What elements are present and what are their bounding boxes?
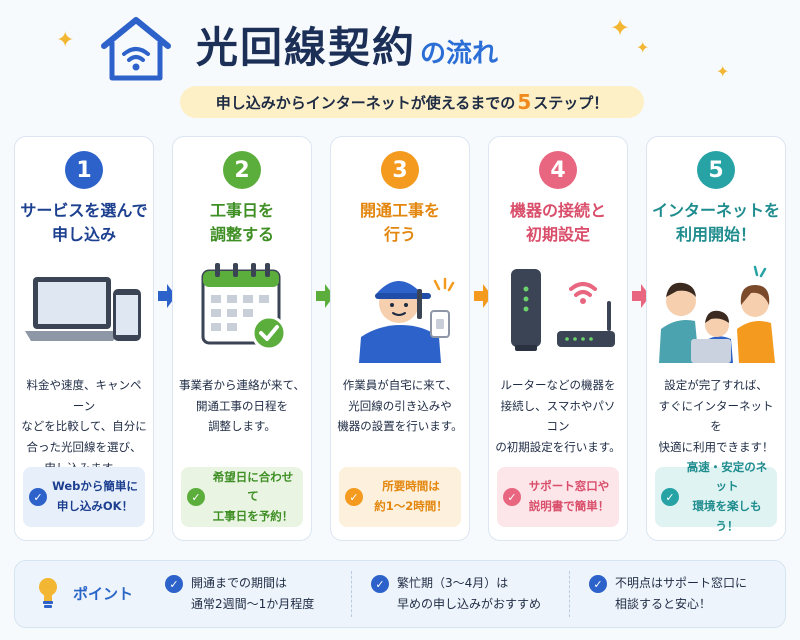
arrow-right-icon (158, 284, 176, 308)
check-icon: ✓ (503, 488, 521, 506)
step-tip-text: サポート窓口や 説明書で簡単！ (528, 479, 610, 513)
step-tip-text: 高速・安定のネット 環境を楽しもう！ (686, 459, 768, 533)
title-main: 光回線契約 (196, 23, 417, 72)
step-tip-text: 所要時間は 約1〜2時間！ (374, 479, 448, 513)
step-title: インターネットを 利用開始！ (651, 201, 780, 244)
step-tip-text: 希望日に合わせて 工事日を予約！ (212, 469, 294, 523)
check-icon: ✓ (187, 488, 205, 506)
arrow-right-icon (316, 284, 334, 308)
step-description: 作業員が自宅に来て、 光回線の引き込みや 機器の設置を行います。 (337, 378, 463, 434)
check-icon: ✓ (371, 575, 389, 593)
step-number-badge: 1 (65, 151, 103, 189)
step-tip-text: Webから簡単に 申し込みOK！ (52, 479, 138, 513)
sparkle-icon: ✦ (56, 28, 75, 53)
divider (569, 571, 570, 617)
step-tip: ✓ Webから簡単に 申し込みOK！ (23, 467, 145, 527)
subtitle-text-end: ステップ！ (533, 93, 609, 112)
step-title: 機器の接続と 初期設定 (509, 201, 606, 244)
sparkle-icon: ✦ (610, 14, 631, 42)
step-tip: ✓ 高速・安定のネット 環境を楽しもう！ (655, 460, 777, 533)
check-icon: ✓ (589, 575, 607, 593)
point-bar: ポイント ✓ 開通までの期間は 通常2週間〜1か月程度 ✓ 繁忙期（3〜4月）は… (14, 560, 786, 628)
point-item: ✓ 繁忙期（3〜4月）は 早めの申し込みがおすすめ (371, 573, 541, 617)
step-tip: ✓ 希望日に合わせて 工事日を予約！ (181, 467, 303, 527)
step-title: 開通工事を 行う (359, 201, 440, 244)
laptop-smartphone-icon (25, 277, 141, 341)
step-number-badge: 4 (539, 151, 577, 189)
step-card-5: 5 インターネットを 利用開始！ 設定が完了すれば、 すぐにインターネットを 快… (646, 136, 786, 541)
step-tip: ✓ 所要時間は 約1〜2時間！ (339, 467, 461, 527)
arrow-right-icon (474, 284, 492, 308)
step-title: サービスを選んで 申し込み (20, 201, 148, 244)
step-title: 工事日を 調整する (209, 201, 274, 244)
check-icon: ✓ (661, 488, 679, 506)
step-number-badge: 2 (223, 151, 261, 189)
step-description: 事業者から連絡が来て、 開通工事の日程を 調整します。 (179, 378, 305, 434)
point-item-text: 開通までの期間は 通常2週間〜1か月程度 (191, 576, 315, 611)
step-card-2: 2 工事日を 調整する 事業者から連絡が来て、 開通工事の日程を 調整します。 … (172, 136, 312, 541)
sparkle-icon: ✦ (636, 38, 650, 57)
check-icon: ✓ (345, 488, 363, 506)
point-item: ✓ 不明点はサポート窓口に 相談すると安心！ (589, 573, 747, 617)
step-tip: ✓ サポート窓口や 説明書で簡単！ (497, 467, 619, 527)
step-description: ルーターなどの機器を 接続し、スマホやパソコン の初期設定を行います。 (495, 378, 621, 455)
point-label: ポイント (73, 585, 134, 603)
technician-icon (359, 277, 455, 363)
step-card-3: 3 開通工事を 行う 作業員が自宅に来て、 光回線の引き込みや 機器の設置を行い… (330, 136, 470, 541)
step-card-1: 1 サービスを選んで 申し込み 料金や速度、キャンペーン などを比較して、自分に… (14, 136, 154, 541)
arrow-right-icon (632, 284, 650, 308)
step-description: 料金や速度、キャンペーン などを比較して、自分に 合った光回線を選び、 申し込み… (21, 378, 147, 475)
point-item: ✓ 開通までの期間は 通常2週間〜1か月程度 (165, 573, 314, 617)
check-icon: ✓ (165, 575, 183, 593)
calendar-check-icon (201, 263, 287, 351)
lightbulb-icon (39, 578, 57, 608)
divider (351, 571, 352, 617)
check-icon: ✓ (29, 488, 47, 506)
sparkle-icon: ✦ (716, 62, 730, 81)
step-number-badge: 3 (381, 151, 419, 189)
subtitle-text: 申し込みからインターネットが使えるまでの (215, 93, 516, 112)
title-suffix: の流れ (420, 39, 499, 69)
step-description: 設定が完了すれば、 すぐにインターネットを 快適に利用できます！ (658, 378, 774, 455)
page-title: 光回線契約の流れ (196, 14, 498, 75)
subtitle-accent: 5 (517, 90, 532, 114)
step-card-4: 4 機器の接続と 初期設定 ルーターなどの機器を 接続し、スマホやパソコン の初… (488, 136, 628, 541)
point-item-text: 繁忙期（3〜4月）は 早めの申し込みがおすすめ (397, 576, 542, 611)
steps-flow: 1 サービスを選んで 申し込み 料金や速度、キャンペーン などを比較して、自分に… (14, 136, 786, 541)
step-number-badge: 5 (697, 151, 735, 189)
point-item-text: 不明点はサポート窓口に 相談すると安心！ (615, 576, 748, 611)
home-wifi-icon (101, 17, 171, 81)
router-wifi-icon (511, 269, 615, 351)
family-laptop-icon (659, 265, 775, 363)
